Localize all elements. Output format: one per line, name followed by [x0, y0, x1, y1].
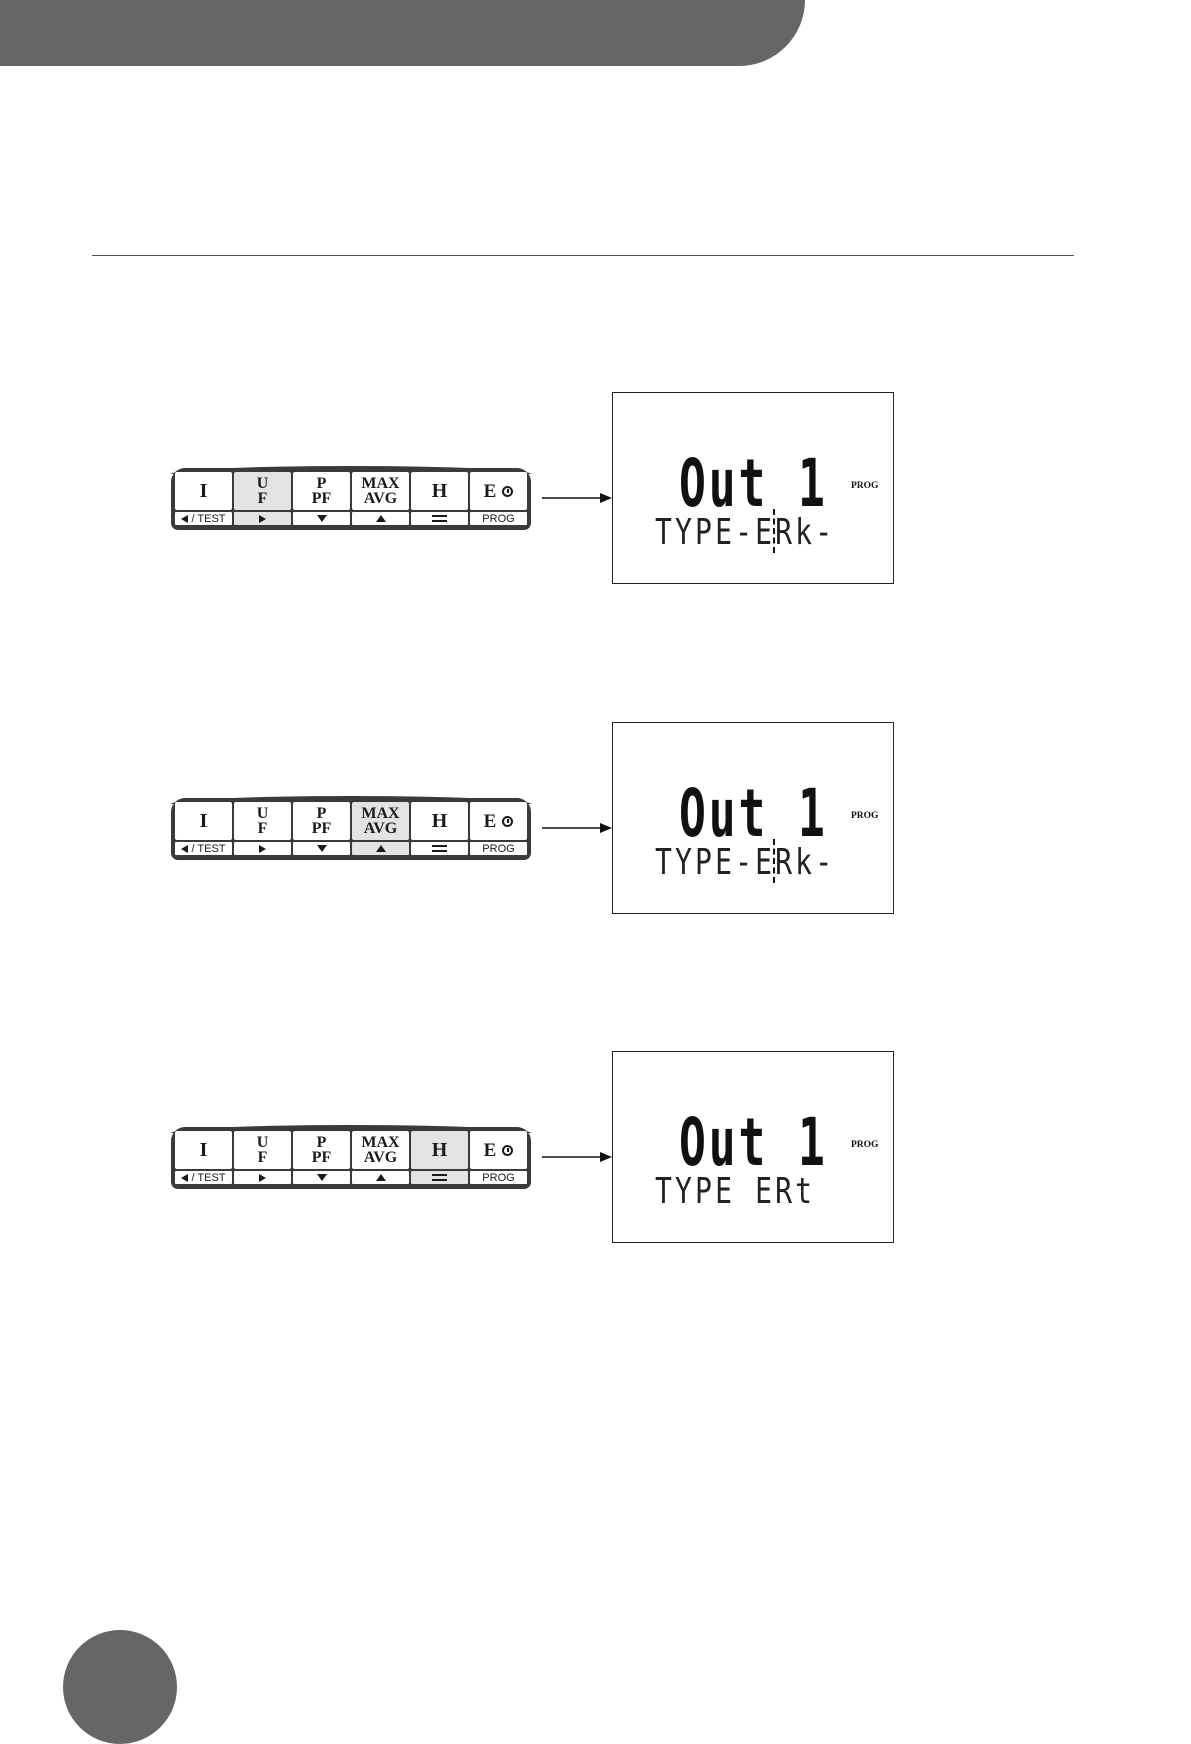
key-maxavg-label-2: AVG [364, 1150, 398, 1165]
up-triangle-icon [376, 845, 386, 852]
left-triangle-icon [181, 515, 188, 523]
key-i-sublabel: / TEST [191, 513, 225, 525]
lcd-display: Out 1 PROG TYPE-ERk- [612, 722, 894, 914]
lcd-sub-text: TYPE-ERk- [655, 845, 835, 881]
up-triangle-icon [376, 515, 386, 522]
up-triangle-icon [376, 1174, 386, 1181]
key-ppf-label-2: PF [312, 821, 332, 836]
enter-icon [432, 515, 447, 522]
key-i[interactable]: I / TEST [175, 802, 232, 855]
key-maxavg-label-2: AVG [364, 491, 398, 506]
lcd-main-text: Out 1 [679, 1112, 773, 1173]
key-uf-label-1: U [257, 806, 269, 821]
key-uf-label-2: F [258, 491, 268, 506]
clock-icon [502, 816, 513, 827]
down-triangle-icon [317, 1174, 327, 1181]
key-ppf-label-1: P [317, 476, 327, 491]
key-h-label: H [432, 1143, 448, 1158]
key-ppf-label-1: P [317, 806, 327, 821]
key-maxavg-label-2: AVG [364, 821, 398, 836]
key-uf-label-1: U [257, 1135, 269, 1150]
key-maxavg-label-1: MAX [361, 1135, 399, 1150]
left-triangle-icon [181, 1174, 188, 1182]
right-triangle-icon [259, 845, 266, 853]
page-header-tab [0, 0, 805, 66]
key-e-label: E [484, 814, 497, 829]
arrow-icon [540, 1151, 612, 1163]
lcd-main-text: Out 1 [679, 783, 773, 844]
key-ppf-label-2: PF [312, 491, 332, 506]
key-i[interactable]: I / TEST [175, 1131, 232, 1184]
key-maxavg-label-1: MAX [361, 806, 399, 821]
clock-icon [502, 1145, 513, 1156]
key-i-label: I [200, 1143, 208, 1158]
key-h[interactable]: H [411, 1131, 468, 1184]
key-h-label: H [432, 484, 448, 499]
key-e-sublabel: PROG [482, 513, 514, 525]
key-e[interactable]: E PROG [470, 1131, 527, 1184]
arrow-icon [540, 822, 612, 834]
lcd-cursor [773, 839, 777, 883]
lcd-prog-indicator: PROG [851, 811, 878, 821]
key-h[interactable]: H [411, 802, 468, 855]
right-triangle-icon [259, 515, 266, 523]
key-i-label: I [200, 484, 208, 499]
key-ppf-label-2: PF [312, 1150, 332, 1165]
key-e-label: E [484, 484, 497, 499]
lcd-prog-indicator: PROG [851, 1140, 878, 1150]
left-triangle-icon [181, 845, 188, 853]
down-triangle-icon [317, 515, 327, 522]
clock-icon [502, 486, 513, 497]
key-uf-label-2: F [258, 1150, 268, 1165]
enter-icon [432, 1174, 447, 1181]
key-e-label: E [484, 1143, 497, 1158]
key-e[interactable]: E PROG [470, 472, 527, 525]
lcd-main-text: Out 1 [679, 453, 773, 514]
lcd-cursor [773, 509, 777, 553]
key-h-label: H [432, 814, 448, 829]
key-e[interactable]: E PROG [470, 802, 527, 855]
arrow-icon [540, 492, 612, 504]
key-maxavg-label-1: MAX [361, 476, 399, 491]
key-e-sublabel: PROG [482, 1172, 514, 1184]
key-e-sublabel: PROG [482, 843, 514, 855]
down-triangle-icon [317, 845, 327, 852]
key-i-sublabel: / TEST [191, 1172, 225, 1184]
page-number-tab [63, 1630, 177, 1744]
key-ppf-label-1: P [317, 1135, 327, 1150]
key-h[interactable]: H [411, 472, 468, 525]
key-i-sublabel: / TEST [191, 843, 225, 855]
key-uf-label-2: F [258, 821, 268, 836]
key-uf-label-1: U [257, 476, 269, 491]
key-i[interactable]: I / TEST [175, 472, 232, 525]
section-divider [92, 255, 1074, 256]
lcd-sub-text: TYPE ERt [655, 1174, 815, 1210]
enter-icon [432, 845, 447, 852]
lcd-display: Out 1 PROG TYPE ERt [612, 1051, 894, 1243]
right-triangle-icon [259, 1174, 266, 1182]
lcd-prog-indicator: PROG [851, 481, 878, 491]
lcd-display: Out 1 PROG TYPE-ERk- [612, 392, 894, 584]
key-i-label: I [200, 814, 208, 829]
lcd-sub-text: TYPE-ERk- [655, 515, 835, 551]
